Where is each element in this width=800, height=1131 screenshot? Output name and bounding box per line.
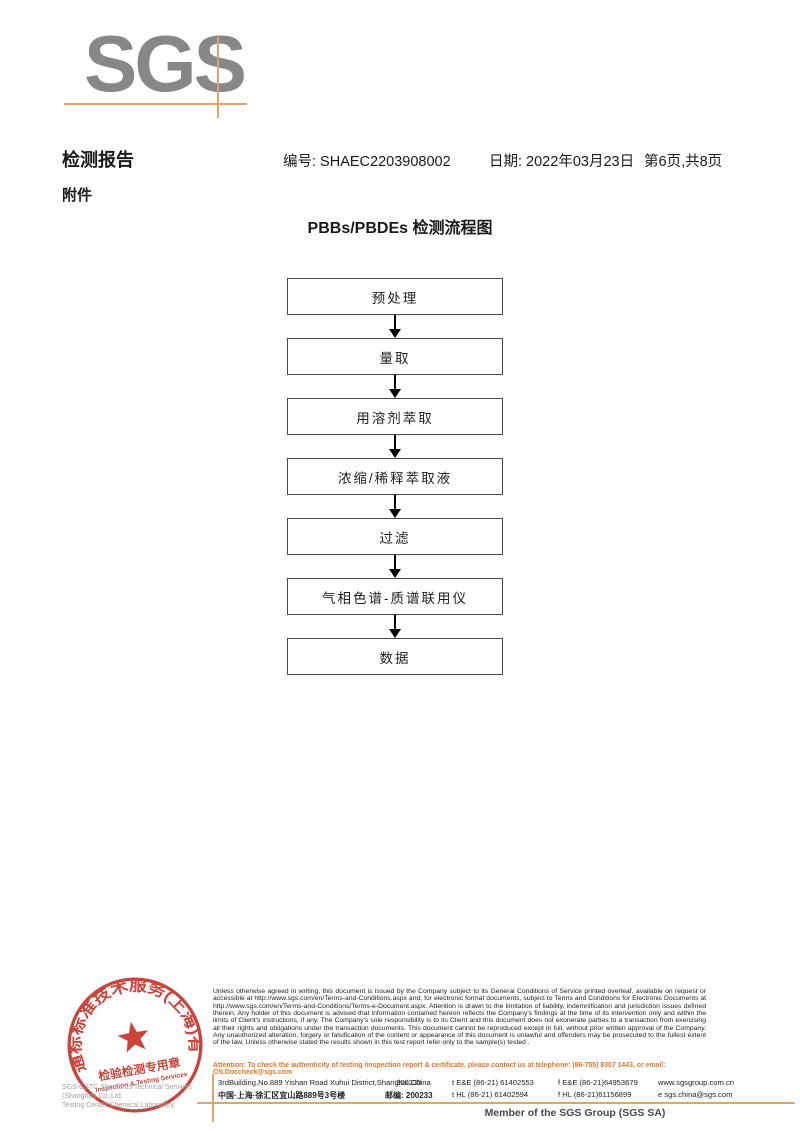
report-number: 编号: SHAEC2203908002: [283, 154, 451, 170]
stamp-ring-text: 通标标准技术服务(上海)有限公司: [53, 963, 207, 1079]
flow-arrow-down-icon: [287, 375, 503, 398]
lab-company-line1: SGS-CSTC Standards Technical Services (S…: [62, 1084, 192, 1100]
flow-step-box: 用溶剂萃取: [287, 398, 503, 435]
flow-step-box: 量取: [287, 338, 503, 375]
email-address: e sgs.china@sgs.com: [658, 1090, 733, 1099]
logo-crosshair-vertical-line: [217, 37, 219, 118]
footer-horizontal-line: [197, 1102, 795, 1104]
attention-notice: Attention: To check the authenticity of …: [213, 1061, 666, 1076]
sgs-logo: SGS: [84, 19, 247, 108]
svg-text:通标标准技术服务(上海)有限公司: 通标标准技术服务(上海)有限公司: [53, 963, 207, 1079]
flow-step-box: 浓缩/稀释萃取液: [287, 458, 503, 495]
postcode-english: 200233: [396, 1078, 422, 1087]
flow-step-box: 预处理: [287, 278, 503, 315]
report-date: 日期: 2022年03月23日: [489, 154, 635, 170]
flow-step-box: 气相色谱-质谱联用仪: [287, 578, 503, 615]
website-url: www.sgsgroup.com.cn: [658, 1078, 734, 1087]
sgs-group-member-text: Member of the SGS Group (SGS SA): [484, 1107, 666, 1119]
address-english: 3rdBuilding,No.889 Yishan Road Xuhui Dis…: [218, 1078, 431, 1087]
flow-step-box: 数据: [287, 638, 503, 675]
fax-ee: f E&E (86-21)64953679: [558, 1078, 638, 1087]
page-indicator: 第6页,共8页: [644, 154, 723, 170]
logo-crosshair-horizontal-line: [64, 103, 247, 105]
page-title: 检测报告: [62, 150, 134, 170]
legal-disclaimer: Unless otherwise agreed in writing, this…: [213, 988, 706, 1047]
flow-arrow-down-icon: [287, 495, 503, 518]
attachment-label: 附件: [62, 187, 93, 204]
phone-hl: t HL (86-21) 61402594: [452, 1090, 529, 1099]
lab-company-name: SGS-CSTC Standards Technical Services (S…: [62, 1083, 222, 1110]
flowchart-title: PBBs/PBDEs 检测流程图: [307, 220, 493, 237]
flow-arrow-down-icon: [287, 615, 503, 638]
flow-step-box: 过滤: [287, 518, 503, 555]
stamp-star-icon: [117, 1021, 149, 1053]
red-seal-stamp: 通标标准技术服务(上海)有限公司 检验检测专用章 Inspection & Te…: [53, 963, 207, 1113]
footer-vertical-line: [212, 1074, 214, 1122]
flow-arrow-down-icon: [287, 315, 503, 338]
flowchart-steps: 预处理量取用溶剂萃取浓缩/稀释萃取液过滤气相色谱-质谱联用仪数据: [287, 278, 503, 675]
flow-arrow-down-icon: [287, 435, 503, 458]
flow-arrow-down-icon: [287, 555, 503, 578]
address-chinese: 中国·上海·徐汇区宜山路889号3号楼: [218, 1091, 346, 1100]
lab-company-line2: Testing Center-Chemical Laboratory.: [62, 1102, 176, 1109]
phone-ee: t E&E (86-21) 61402553: [452, 1078, 534, 1087]
fax-hl: f HL (86-21)61156899: [558, 1090, 632, 1099]
postcode-chinese: 邮编: 200233: [385, 1091, 433, 1100]
